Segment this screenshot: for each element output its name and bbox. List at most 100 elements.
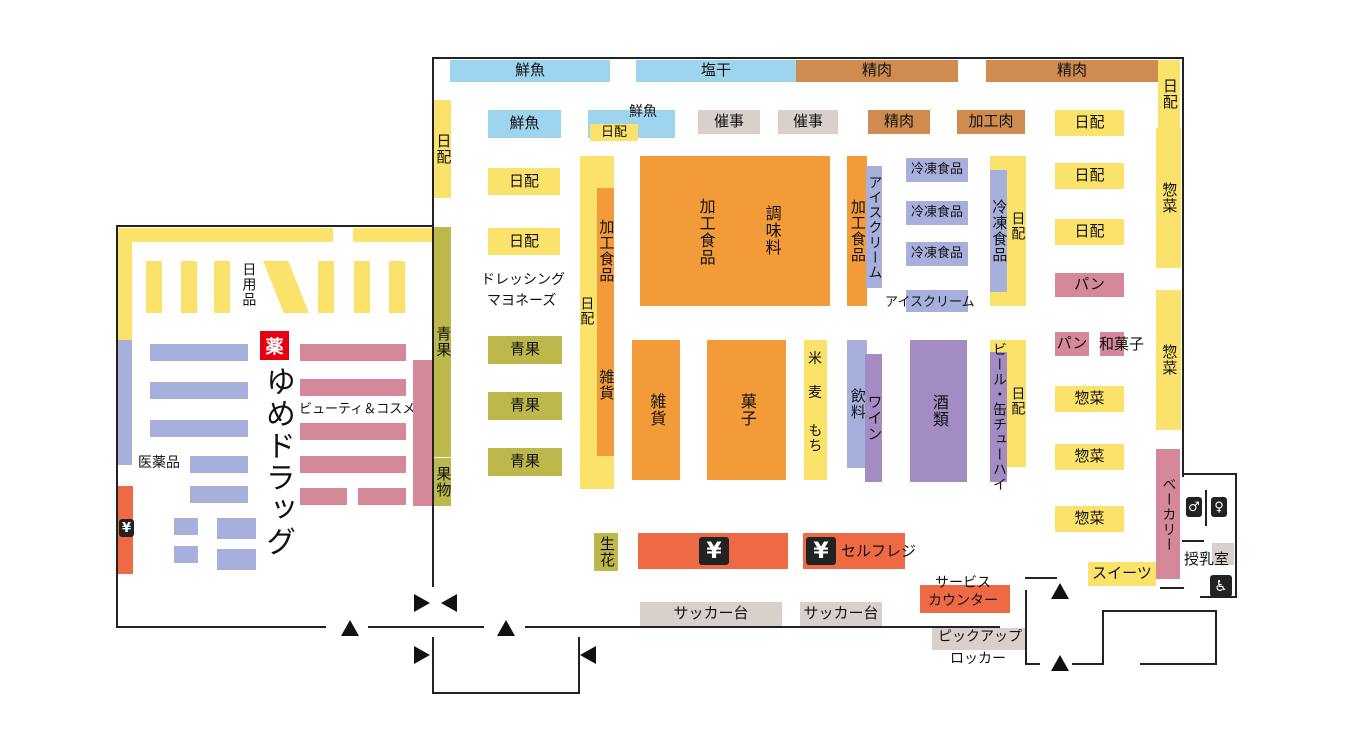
mayonnaise-label: マヨネーズ [487,293,557,309]
daily-goods-shelf[interactable] [181,261,197,313]
event-2[interactable]: 催事 [778,110,838,134]
sacker-table-2[interactable]: サッカー台 [800,602,882,626]
daily-left-wall[interactable]: 日配 [434,100,452,198]
daily-goods-shelf[interactable] [389,261,405,313]
daily-goods-label: 日用品 [240,262,257,307]
rice-wheat-mochi[interactable] [804,340,827,480]
daily-goods-shelf[interactable] [146,261,162,313]
liquor[interactable]: 酒類 [910,340,967,482]
beauty-shelf[interactable] [300,423,406,440]
beauty-shelf[interactable] [358,488,406,505]
beauty-shelf[interactable] [300,344,406,361]
flowers[interactable]: 生花 [594,533,618,571]
wheat-label: 麦 [808,385,822,401]
medicine-shelf[interactable] [190,456,248,473]
frozen-food-1[interactable]: 冷凍食品 [906,158,968,182]
deli-wall-2[interactable]: 惣菜 [1156,290,1181,430]
meat-top-1[interactable]: 精肉 [796,60,958,82]
entrance-arrow-icon [414,646,430,664]
bread-2[interactable]: パン [1055,332,1089,356]
deli-wall-1[interactable]: 惣菜 [1156,128,1181,268]
sundries[interactable]: 雑貨 [632,340,680,480]
daily-center-label: 日配 [578,296,595,326]
processed-meat[interactable]: 加工肉 [957,110,1025,134]
pickup-locker-block[interactable] [932,628,1025,650]
frozen-food-3[interactable]: 冷凍食品 [906,242,968,266]
deli-1[interactable]: 惣菜 [1055,386,1124,412]
frozen-food-vertical[interactable]: 冷凍食品 [990,170,1008,292]
daily-goods-shelf[interactable] [263,261,309,313]
daily-right-3[interactable]: 日配 [1055,219,1124,245]
dried-fish-top[interactable]: 塩干 [636,60,796,82]
toilet-icon: ♀ [1211,497,1227,517]
fresh-fish-top[interactable]: 鮮魚 [450,60,610,82]
wall [432,57,1184,59]
bakery[interactable]: ベーカリー [1156,449,1180,579]
sacker-table-1[interactable]: サッカー台 [640,602,782,626]
entrance-arrow-icon [580,646,596,664]
beauty-cosme-label: ビューティ＆コスメ [299,402,416,417]
meat-top-2[interactable]: 精肉 [986,60,1158,82]
processed-food-block[interactable] [640,156,830,306]
mochi-label: もち [806,423,823,453]
wall [116,225,434,227]
medicine-shelf[interactable] [217,549,256,570]
bread-1[interactable]: パン [1055,273,1124,297]
processed-food-left[interactable]: 加工食品 [597,188,615,313]
daily-left-2[interactable]: 日配 [488,228,560,255]
produce-3[interactable]: 青果 [488,448,562,476]
snacks[interactable]: 菓子 [707,340,786,480]
wall [1102,610,1217,612]
sundries-left[interactable]: 雑貨 [597,313,615,456]
yume-drug-brand: ゆめドラッグ [260,366,295,558]
daily-top-right[interactable]: 日配 [1158,60,1180,128]
daily-right-1[interactable]: 日配 [1055,110,1124,136]
fresh-fish[interactable]: 鮮魚 [488,110,561,138]
ice-cream-shelf[interactable] [906,290,968,312]
beer-chuhai[interactable]: ビール・缶チューハイ [990,342,1007,492]
daily-goods-shelf[interactable] [214,261,230,313]
frozen-food-2[interactable]: 冷凍食品 [906,201,968,225]
daily-right-2[interactable]: 日配 [1055,163,1124,189]
produce-1[interactable]: 青果 [488,336,562,364]
daily-small[interactable]: 日配 [590,124,638,141]
ice-cream-vertical[interactable]: アイスクリーム [866,166,882,288]
deli-2[interactable]: 惣菜 [1055,444,1124,470]
japanese-sweets[interactable] [1100,332,1124,356]
beauty-shelf[interactable] [300,456,406,473]
medicine-shelf[interactable] [174,546,198,563]
meat[interactable]: 精肉 [868,110,930,134]
sweets[interactable]: スイーツ [1088,562,1156,586]
drinks[interactable]: 飲料 [847,340,867,468]
processed-food-right[interactable]: 加工食品 [847,156,867,306]
wall [432,637,434,694]
yen-icon: ¥ [119,519,134,537]
medicine-shelf[interactable] [150,344,248,361]
beauty-wall[interactable] [413,360,432,506]
medicine-shelf[interactable] [150,382,248,399]
wine[interactable]: ワイン [865,354,883,482]
service-counter-block[interactable] [920,585,1010,613]
medicine-shelf[interactable] [174,518,198,535]
wall [1200,596,1237,598]
deli-3[interactable]: 惣菜 [1055,506,1124,532]
medicine-shelf[interactable] [190,486,248,503]
processed-food-label: 加工食品 [696,198,716,266]
medicine-shelf[interactable] [150,420,248,437]
beauty-shelf[interactable] [300,379,406,396]
fruit-wall[interactable]: 果物 [434,458,452,506]
produce-wall[interactable]: 青果 [434,227,452,457]
beauty-shelf[interactable] [300,488,347,505]
event-1[interactable]: 催事 [698,110,760,134]
wall [525,626,1000,628]
produce-2[interactable]: 青果 [488,392,562,420]
medicine-shelf[interactable] [217,518,256,539]
fresh-fish-small-label: 鮮魚 [629,104,657,120]
daily-goods-shelf[interactable] [354,261,370,313]
daily-left-1[interactable]: 日配 [488,168,560,195]
drug-top-wall-right [353,228,432,242]
daily-goods-shelf[interactable] [318,261,334,313]
wall [1102,610,1104,665]
entrance-arrow-icon [1051,583,1069,599]
wall [1025,590,1027,665]
